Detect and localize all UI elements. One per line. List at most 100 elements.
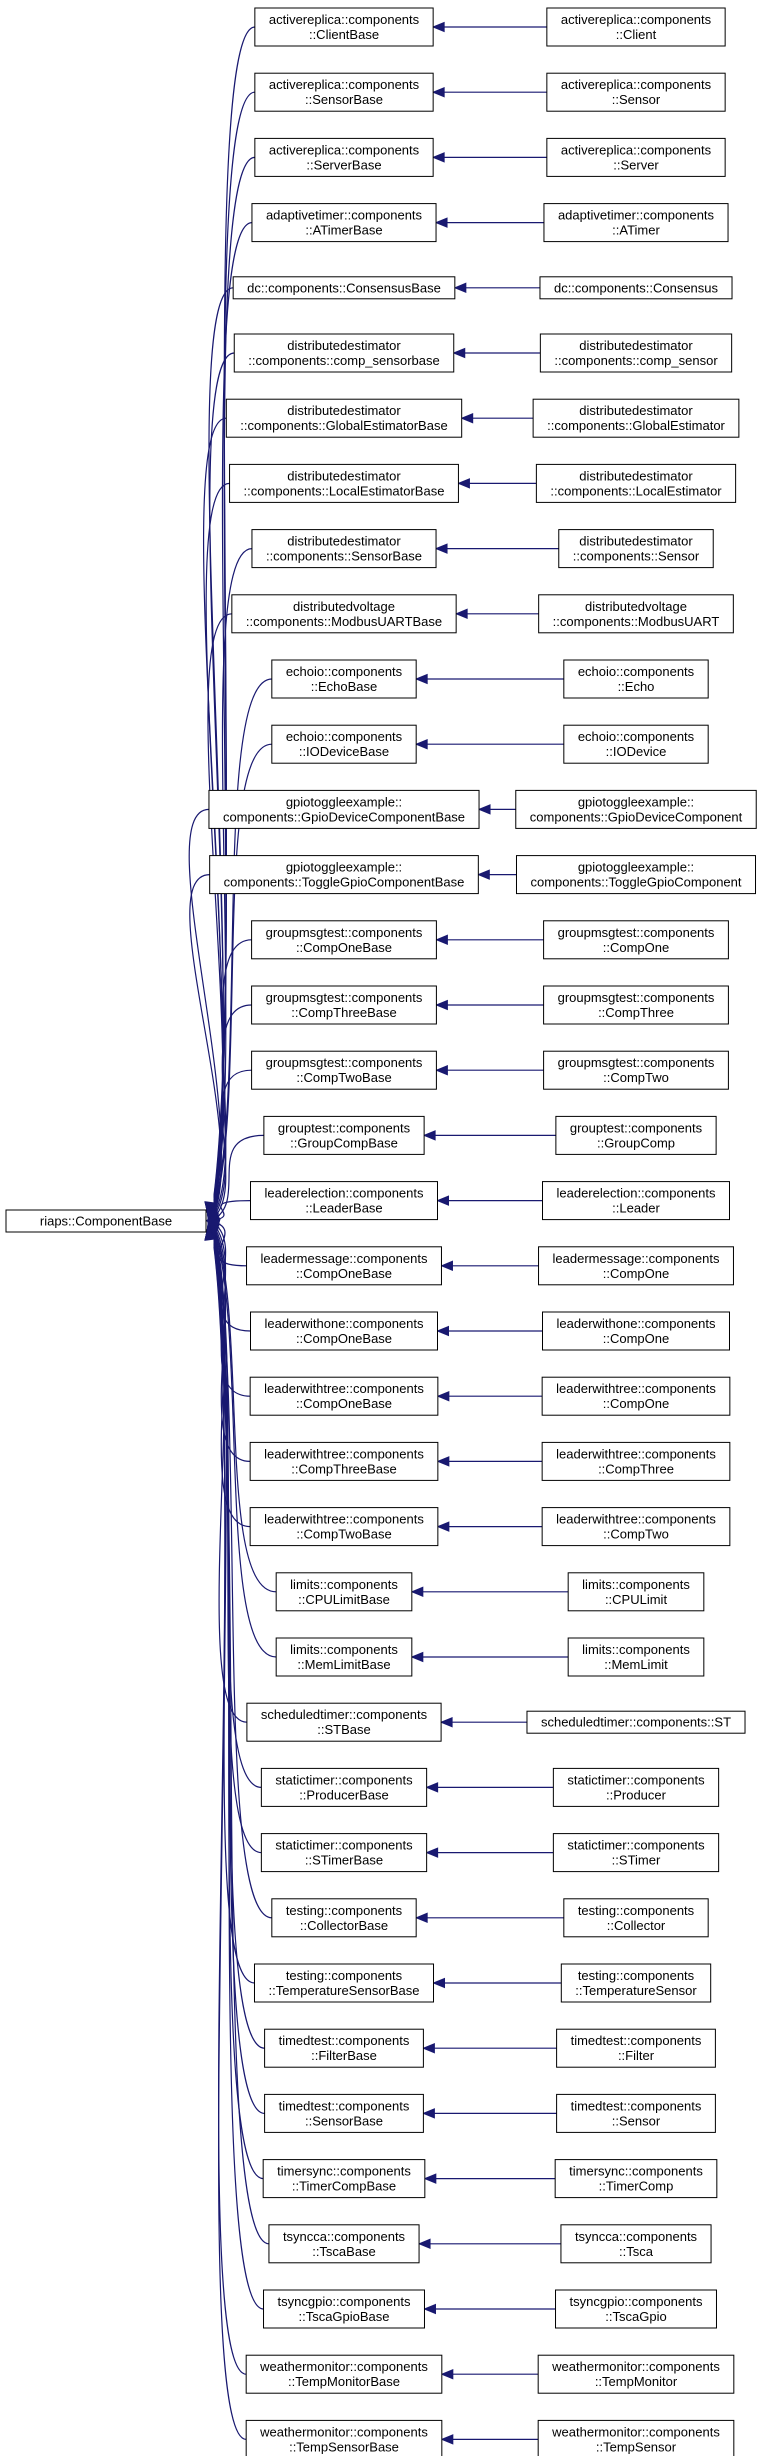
base-class-node[interactable]: testing::components::TemperatureSensorBa… (253, 1963, 435, 2003)
derived-class-node[interactable]: activereplica::components::Server (546, 137, 726, 177)
base-class-node[interactable]: groupmsgtest::components::CompOneBase (251, 920, 437, 960)
base-class-node[interactable]: activereplica::components::SensorBase (254, 72, 434, 112)
base-class-node[interactable]: gpiotoggleexample::components::ToggleGpi… (209, 855, 479, 895)
base-class-node[interactable]: leaderelection::components::LeaderBase (250, 1181, 438, 1221)
base-class-node[interactable]: limits::components::MemLimitBase (275, 1637, 413, 1677)
base-class-node-label-line: distributedvoltage (293, 599, 395, 614)
inheritance-edge (207, 1221, 251, 1528)
derived-class-node[interactable]: gpiotoggleexample::components::GpioDevic… (515, 789, 757, 829)
base-class-node[interactable]: weathermonitor::components::TempSensorBa… (245, 2419, 443, 2456)
derived-class-node[interactable]: leaderwithtree::components::CompTwo (541, 1507, 731, 1547)
base-class-node-box (209, 855, 479, 895)
base-class-node[interactable]: statictimer::components::STimerBase (260, 1833, 428, 1873)
derived-class-node[interactable]: leaderwithtree::components::CompOne (541, 1376, 731, 1416)
base-class-node[interactable]: activereplica::components::ClientBase (254, 7, 434, 47)
derived-class-node-box (538, 594, 734, 634)
derived-class-node[interactable]: gpiotoggleexample::components::ToggleGpi… (515, 855, 757, 895)
derived-class-node[interactable]: statictimer::components::STimer (552, 1833, 720, 1873)
derived-class-node[interactable]: leaderwithtree::components::CompThree (541, 1441, 731, 1481)
root-class-node[interactable]: riaps::ComponentBase (5, 1209, 207, 1233)
base-class-node[interactable]: leadermessage::components::CompOneBase (246, 1246, 442, 1286)
arrowhead-icon (434, 543, 448, 554)
derived-class-node[interactable]: groupmsgtest::components::CompTwo (543, 1050, 729, 1090)
arrowhead-icon (452, 347, 466, 359)
derived-class-node-label-line: components::GpioDeviceComponent (530, 809, 743, 824)
base-class-node[interactable]: echoio::components::EchoBase (271, 659, 417, 699)
base-class-node-label-line: leaderwithtree::components (264, 1446, 424, 1461)
arrowhead-icon (435, 1064, 448, 1076)
derived-class-node[interactable]: scheduledtimer::components::ST (526, 1710, 746, 1734)
derived-class-node[interactable]: timedtest::components::Filter (556, 2028, 716, 2068)
base-class-node[interactable]: groupmsgtest::components::CompTwoBase (251, 1050, 437, 1090)
base-class-node[interactable]: distributedestimator::components::LocalE… (229, 463, 459, 503)
derived-class-node[interactable]: timedtest::components::Sensor (556, 2093, 716, 2133)
base-class-node[interactable]: leaderwithtree::components::CompTwoBase (249, 1507, 439, 1547)
derived-class-node[interactable]: groupmsgtest::components::CompOne (543, 920, 729, 960)
arrowhead-icon (410, 1586, 424, 1598)
derived-class-node[interactable]: statictimer::components::Producer (552, 1767, 720, 1807)
base-class-node[interactable]: scheduledtimer::components::STBase (246, 1702, 442, 1742)
base-class-node[interactable]: timersync::components::TimerCompBase (262, 2159, 426, 2199)
derived-class-node-label-line: ::Echo (618, 679, 655, 694)
base-class-node[interactable]: limits::components::CPULimitBase (275, 1572, 413, 1612)
base-class-node[interactable]: distributedestimator::components::Sensor… (251, 529, 437, 569)
base-class-node[interactable]: grouptest::components::GroupCompBase (263, 1115, 425, 1155)
derived-class-node[interactable]: leaderwithone::components::CompOne (542, 1311, 730, 1351)
base-class-node[interactable]: activereplica::components::ServerBase (254, 137, 434, 177)
derived-class-node[interactable]: timersync::components::TimerComp (554, 2159, 718, 2199)
base-class-node[interactable]: groupmsgtest::components::CompThreeBase (251, 985, 437, 1025)
derived-class-node[interactable]: limits::components::CPULimit (567, 1572, 705, 1612)
derived-class-node[interactable]: weathermonitor::components::TempSensor (537, 2419, 735, 2456)
base-class-node-label-line: activereplica::components (269, 142, 420, 157)
derived-class-node[interactable]: distributedestimator::components::Global… (532, 398, 740, 438)
base-class-node[interactable]: distributedvoltage::components::ModbusUA… (231, 594, 457, 634)
base-class-node-label-line: leaderwithtree::components (264, 1381, 424, 1396)
base-class-node[interactable]: tsyncgpio::components::TscaGpioBase (263, 2289, 425, 2329)
base-class-node[interactable]: statictimer::components::ProducerBase (260, 1767, 428, 1807)
derived-class-node[interactable]: tsyncgpio::components::TscaGpio (555, 2289, 717, 2329)
base-class-node[interactable]: leaderwithone::components::CompOneBase (250, 1311, 438, 1351)
derived-class-node[interactable]: distributedestimator::components::LocalE… (535, 463, 737, 503)
edge-line (213, 1228, 277, 1593)
derived-class-node[interactable]: weathermonitor::components::TempMonitor (537, 2354, 735, 2394)
base-class-node-label-line: components::ToggleGpioComponentBase (224, 875, 465, 890)
derived-class-node[interactable]: testing::components::Collector (563, 1898, 709, 1938)
base-class-node[interactable]: distributedestimator::components::Global… (225, 398, 463, 438)
base-class-node[interactable]: dc::components::ConsensusBase (232, 276, 456, 300)
derived-class-node-label-line: timedtest::components (571, 2098, 702, 2113)
base-class-node[interactable]: weathermonitor::components::TempMonitorB… (245, 2354, 443, 2394)
base-class-node[interactable]: leaderwithtree::components::CompThreeBas… (249, 1441, 439, 1481)
derived-class-node[interactable]: leaderelection::components::Leader (542, 1181, 730, 1221)
derived-class-node[interactable]: dc::components::Consensus (539, 276, 733, 300)
base-class-node-label-line: ::TscaBase (312, 2244, 376, 2259)
inheritance-edge (452, 347, 541, 359)
base-class-node[interactable]: timedtest::components::SensorBase (264, 2093, 424, 2133)
base-class-node[interactable]: tsyncca::components::TscaBase (268, 2224, 420, 2264)
derived-class-node-label-line: ::CompOne (603, 1396, 669, 1411)
derived-class-node[interactable]: grouptest::components::GroupComp (555, 1115, 717, 1155)
base-class-node[interactable]: timedtest::components::FilterBase (264, 2028, 424, 2068)
derived-class-node[interactable]: activereplica::components::Sensor (546, 72, 726, 112)
derived-class-node[interactable]: distributedestimator::components::comp_s… (539, 333, 733, 373)
derived-class-node[interactable]: limits::components::MemLimit (567, 1637, 705, 1677)
base-class-node[interactable]: distributedestimator::components::comp_s… (233, 333, 455, 373)
derived-class-node-label-line: timedtest::components (571, 2033, 702, 2048)
derived-class-node[interactable]: echoio::components::IODevice (563, 724, 709, 764)
derived-class-node[interactable]: leadermessage::components::CompOne (538, 1246, 734, 1286)
derived-class-node[interactable]: tsyncca::components::Tsca (560, 2224, 712, 2264)
derived-class-node[interactable]: testing::components::TemperatureSensor (560, 1963, 712, 2003)
derived-class-node[interactable]: groupmsgtest::components::CompThree (543, 985, 729, 1025)
base-class-node[interactable]: adaptivetimer::components::ATimerBase (251, 203, 437, 243)
base-class-node[interactable]: leaderwithtree::components::CompOneBase (249, 1376, 439, 1416)
base-class-node[interactable]: gpiotoggleexample::components::GpioDevic… (208, 789, 480, 829)
inheritance-edge (417, 2238, 561, 2250)
derived-class-node[interactable]: adaptivetimer::components::ATimer (543, 203, 729, 243)
base-class-node[interactable]: echoio::components::IODeviceBase (271, 724, 417, 764)
derived-class-node[interactable]: activereplica::components::Client (546, 7, 726, 47)
derived-class-node[interactable]: distributedestimator::components::Sensor (558, 529, 714, 569)
base-class-node[interactable]: testing::components::CollectorBase (271, 1898, 417, 1938)
derived-class-node[interactable]: echoio::components::Echo (563, 659, 709, 699)
derived-class-node[interactable]: distributedvoltage::components::ModbusUA… (538, 594, 734, 634)
inheritance-edge (431, 86, 547, 98)
derived-class-node-box (535, 463, 737, 503)
